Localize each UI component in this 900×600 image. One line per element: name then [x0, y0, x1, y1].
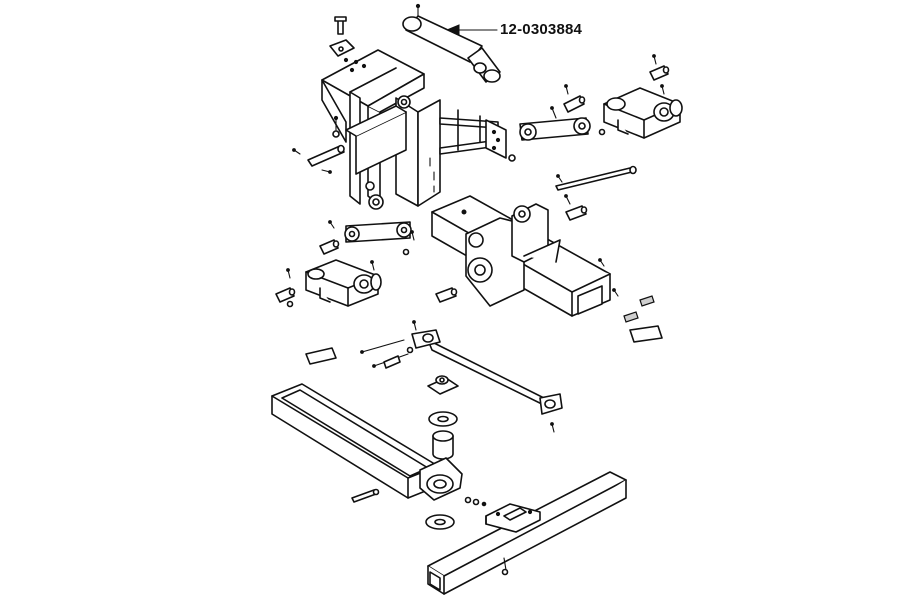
wear-pad-left	[305, 347, 337, 365]
top-bolt-and-bracket	[329, 16, 355, 57]
upper-link-arm	[519, 106, 606, 141]
middle-link-arm	[319, 220, 415, 256]
mast-pin	[292, 144, 345, 174]
pivot-top-plate	[427, 375, 459, 395]
long-arm-pin	[351, 488, 380, 503]
wear-pads-right	[623, 295, 663, 343]
top-hydraulic-cylinder	[402, 3, 501, 83]
mast-cross-braces	[439, 109, 516, 162]
lower-long-arm	[271, 383, 463, 501]
bottom-cross-tube	[427, 471, 627, 595]
mast-left-bolt	[332, 115, 340, 138]
pivot-washer-upper	[428, 411, 458, 427]
lower-tie-strut	[411, 329, 563, 433]
pivot-washer-lower	[425, 514, 455, 530]
upper-mast-frame	[321, 49, 441, 210]
upper-right-clamp-bracket	[603, 87, 683, 139]
main-boom-beam	[431, 195, 619, 317]
part-number-callout-label: 12-0303884	[500, 21, 583, 38]
pivot-bushing	[432, 430, 454, 460]
lower-left-clamp-bracket	[275, 259, 382, 308]
long-tie-rod	[555, 165, 637, 221]
grease-fitting	[464, 496, 487, 507]
middle-pin	[435, 287, 458, 303]
upper-right-pins	[563, 54, 670, 113]
tie-bar-bolts	[360, 320, 417, 369]
